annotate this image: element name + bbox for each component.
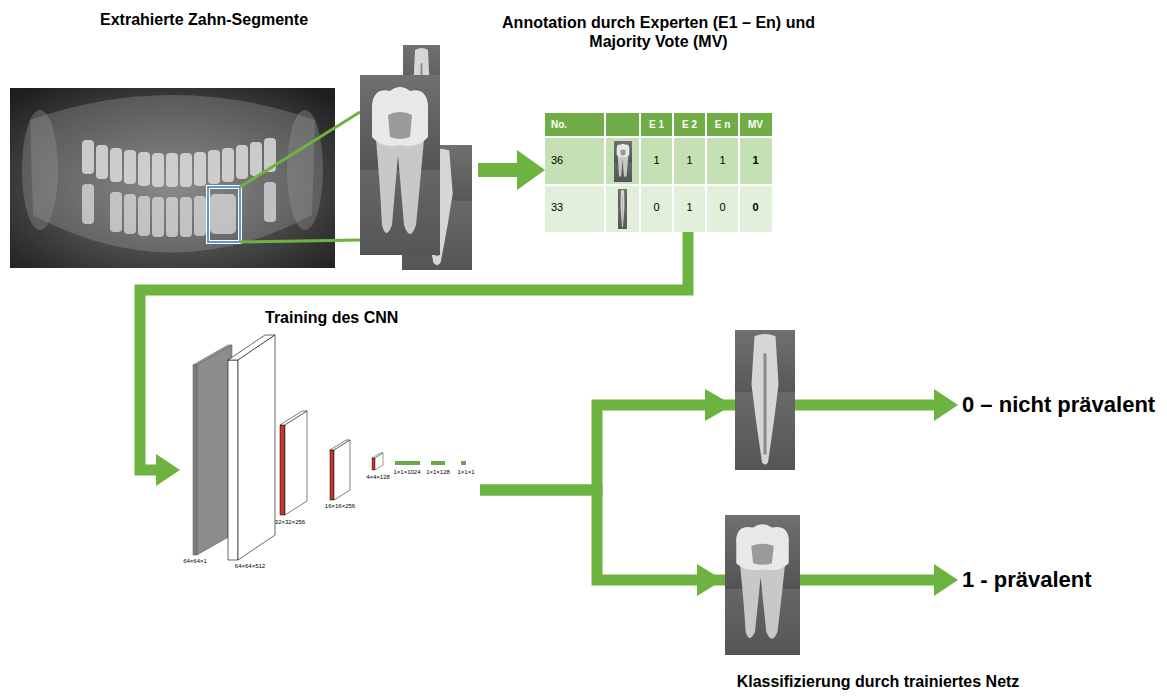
table-cell: 0 bbox=[752, 201, 758, 214]
edge-label: Training des CNN bbox=[265, 308, 398, 327]
jaw-shape bbox=[30, 95, 315, 253]
classified-tooth-image bbox=[725, 515, 800, 655]
class-result: 0 – nicht prävalent bbox=[958, 388, 1160, 423]
table-cell: 1 bbox=[653, 154, 659, 167]
cnn-network: 64×64×1 64×64×512 32×32×256 16×16×256 4×4×12… bbox=[180, 330, 480, 580]
table-row bbox=[545, 185, 772, 232]
table-header: E n bbox=[715, 119, 731, 131]
layer-size: 16×16×256 bbox=[325, 503, 355, 510]
pool-layer bbox=[372, 453, 383, 470]
layer-size: 1×1×1 bbox=[457, 469, 474, 476]
classified-tooth-image bbox=[735, 330, 795, 470]
table-thumbnail bbox=[614, 141, 632, 182]
table-cell: 0 bbox=[653, 201, 659, 214]
ramus-shape bbox=[287, 110, 323, 230]
arrow-head bbox=[697, 564, 723, 596]
layer-size: 1×1×1024 bbox=[393, 469, 420, 476]
input-layer bbox=[193, 345, 232, 555]
table-cell: 1 bbox=[719, 154, 725, 167]
table-header-row bbox=[545, 113, 772, 137]
table-header: MV bbox=[748, 119, 763, 131]
table-grid bbox=[545, 113, 772, 232]
layer-size: 64×64×512 bbox=[235, 563, 265, 570]
table-cell: 0 bbox=[719, 201, 725, 214]
class-result: 1 - prävalent bbox=[958, 563, 1096, 598]
table-header: No. bbox=[551, 119, 567, 131]
table-cell: 36 bbox=[551, 154, 563, 167]
class-label: 0 – nicht prävalent bbox=[962, 392, 1155, 418]
lower-teeth bbox=[82, 182, 276, 237]
table-thumbnail bbox=[618, 189, 627, 229]
table-header: E 2 bbox=[682, 119, 697, 131]
layer-size: 64×64×1 bbox=[183, 558, 207, 565]
table-header: E 1 bbox=[649, 119, 664, 131]
section-heading: Klassifizierung durch trainiertes Netz bbox=[737, 672, 1020, 691]
dense-layer bbox=[395, 461, 466, 465]
layer-size: 32×32×256 bbox=[275, 519, 305, 526]
table-row bbox=[545, 137, 772, 185]
table-cell: 1 bbox=[686, 154, 692, 167]
flow-arrow bbox=[480, 490, 934, 580]
class-label: 1 - prävalent bbox=[962, 567, 1092, 593]
pool-layer bbox=[330, 440, 350, 500]
annotation-table: Annotation durch Experten (E1 – En) und … bbox=[545, 113, 772, 232]
selection-frame bbox=[208, 187, 240, 242]
table-cell: 1 bbox=[686, 201, 692, 214]
tooth-segment-image bbox=[360, 75, 440, 255]
classified-teeth bbox=[697, 330, 800, 655]
cnn-illustration bbox=[193, 335, 466, 560]
arrow-head bbox=[705, 389, 733, 421]
selection-frame bbox=[208, 187, 240, 242]
flow-arrow bbox=[478, 163, 517, 177]
pool-layer bbox=[280, 411, 307, 515]
conv-layer bbox=[228, 335, 275, 560]
layer-size: 1×1×128 bbox=[426, 469, 450, 476]
layer-size: 4×4×128 bbox=[366, 474, 390, 481]
annotation-table bbox=[545, 113, 772, 232]
upper-teeth bbox=[82, 138, 276, 187]
segment-group: Extrahierte Zahn-Segmente bbox=[10, 55, 478, 268]
section-heading: Annotation durch Experten (E1 – En) und … bbox=[486, 13, 831, 51]
section-heading: Extrahierte Zahn-Segmente bbox=[100, 10, 308, 29]
tooth-segments bbox=[360, 45, 472, 270]
table-cell: 1 bbox=[752, 154, 758, 167]
ramus-shape bbox=[22, 110, 58, 230]
table-cell: 33 bbox=[551, 201, 563, 214]
zoom-lines bbox=[240, 112, 360, 242]
